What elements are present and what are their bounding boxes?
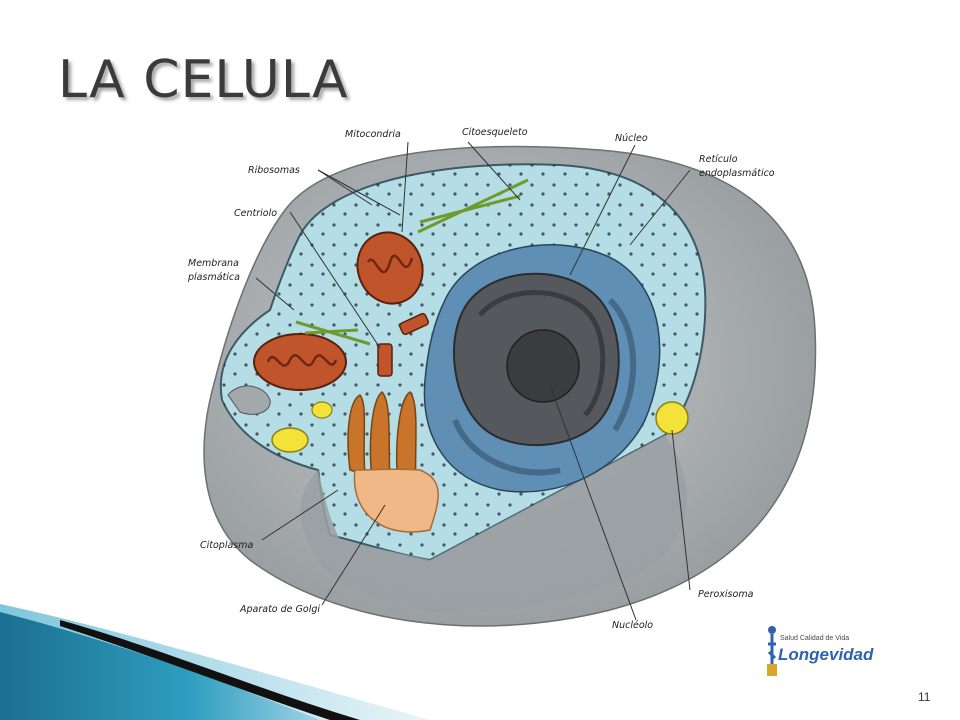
label-citoesqueleto: Citoesqueleto xyxy=(462,127,528,138)
label-nucleolo: Nucléolo xyxy=(612,620,653,631)
centriole-2 xyxy=(377,343,393,377)
golgi-apparatus xyxy=(347,390,439,533)
mitochondrion-lower xyxy=(253,333,347,391)
label-nucleo: Núcleo xyxy=(615,133,648,144)
logo-tagline: Salud Calidad de Vida xyxy=(780,635,850,642)
label-membrana-1: Membrana xyxy=(188,258,239,269)
mitochondrion-upper xyxy=(356,231,424,305)
leader-lines xyxy=(255,141,691,621)
logo-figure-icon xyxy=(767,626,777,676)
label-reticulo-1: Retículo xyxy=(699,154,738,165)
label-citoplasma: Citoplasma xyxy=(200,540,254,551)
centriole-1 xyxy=(399,312,429,336)
label-mitocondria: Mitocondria xyxy=(345,129,401,140)
vesicle-1 xyxy=(271,427,309,453)
slide-title: LA CELULA xyxy=(58,50,349,110)
page-number: 11 xyxy=(918,690,931,704)
label-centriolo: Centriolo xyxy=(234,208,277,219)
label-reticulo-2: endoplasmático xyxy=(699,168,775,179)
label-ribosomas: Ribosomas xyxy=(248,165,300,176)
nucleolus xyxy=(506,329,580,403)
longevidad-logo: Salud Calidad de Vida Longevidad xyxy=(764,624,894,680)
label-membrana-2: plasmática xyxy=(187,272,240,283)
label-golgi: Aparato de Golgi xyxy=(239,604,320,615)
label-peroxisoma: Peroxisoma xyxy=(698,589,754,600)
vesicle-2 xyxy=(311,401,333,419)
logo-brand: Longevidad xyxy=(778,645,874,664)
peroxisome xyxy=(655,401,689,435)
